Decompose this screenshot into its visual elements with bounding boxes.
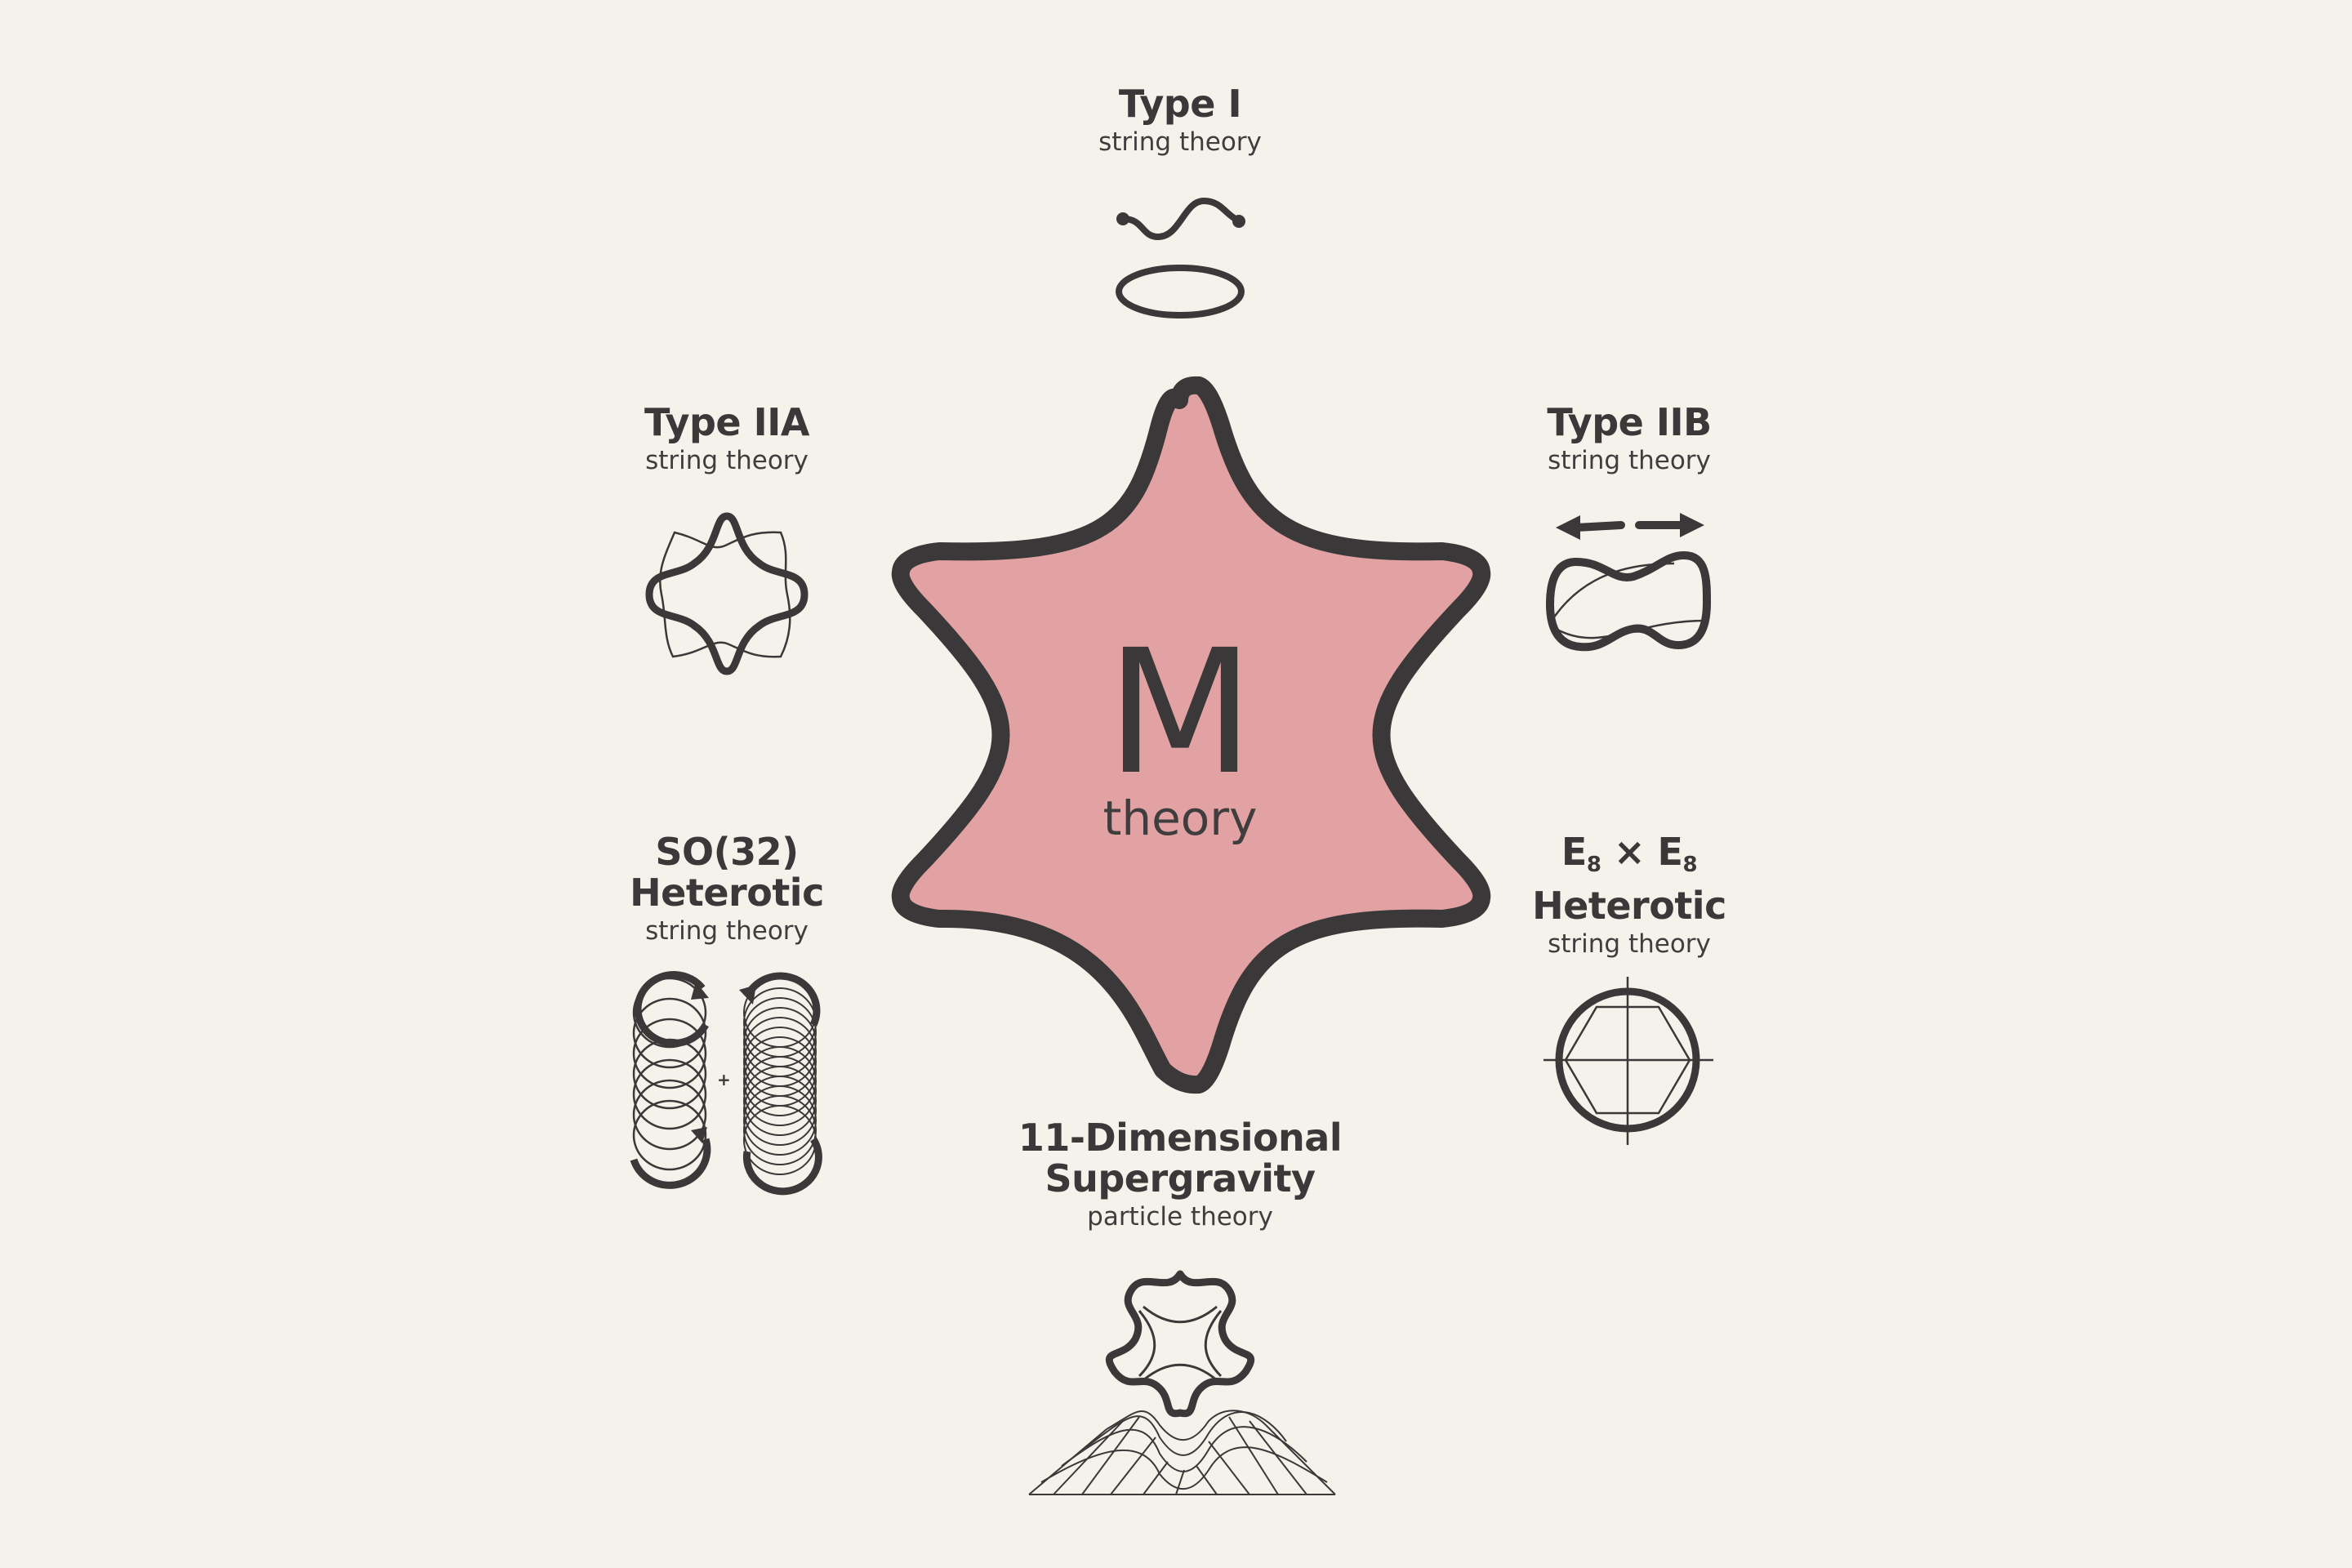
m-theory-center-label: M theory (1017, 612, 1343, 846)
e8-symbol-left: E (1561, 830, 1587, 874)
m-theory-letter: M (1106, 612, 1254, 813)
type-i-title: Type I (1118, 82, 1242, 126)
e8-subscript-left: 8 (1586, 853, 1601, 877)
m-theory-word: theory (1102, 791, 1258, 846)
type-i-subtitle: string theory (1098, 127, 1262, 157)
so32-heterotic-label: SO(32) Heterotic string theory (482, 831, 972, 949)
e8-title-line2: Heterotic (1532, 884, 1726, 928)
so32-title-line1: SO(32) (655, 830, 799, 874)
e8-times-sign: × (1613, 830, 1646, 874)
type-iib-title: Type IIB (1547, 400, 1712, 444)
e8-heterotic-hexagon-icon (1544, 977, 1713, 1145)
type-iib-label: Type IIB string theory (1384, 402, 1874, 479)
so32-plus-sign: + (717, 1070, 731, 1089)
supergravity-subtitle: particle theory (1087, 1202, 1273, 1232)
type-i-label: Type I string theory (935, 83, 1425, 160)
e8-subscript-right: 8 (1682, 853, 1698, 877)
e8-subtitle: string theory (1548, 929, 1711, 959)
e8-heterotic-label: E8 × E8 Heterotic string theory (1384, 831, 1874, 962)
type-i-string-icon (1116, 197, 1245, 318)
e8-title-line1: E8 × E8 (1384, 831, 1874, 885)
type-iia-loop-icon (645, 512, 808, 675)
supergravity-title-line2: Supergravity (1045, 1156, 1316, 1200)
type-iib-subtitle: string theory (1548, 446, 1711, 475)
supergravity-flower-grid-icon (1028, 1270, 1336, 1495)
supergravity-label: 11-Dimensional Supergravity particle the… (935, 1117, 1425, 1235)
type-iia-label: Type IIA string theory (482, 402, 972, 479)
e8-symbol-right: E (1657, 830, 1683, 874)
so32-subtitle: string theory (645, 916, 808, 946)
supergravity-title-line1: 11-Dimensional (1018, 1116, 1343, 1160)
so32-title-line2: Heterotic (630, 871, 824, 915)
so32-heterotic-spring-icon (630, 971, 822, 1196)
m-theory-star-shape (891, 376, 1491, 1094)
type-iia-title: Type IIA (644, 400, 809, 444)
type-iib-arrow-loop-icon (1545, 513, 1712, 652)
type-iia-subtitle: string theory (645, 446, 808, 475)
